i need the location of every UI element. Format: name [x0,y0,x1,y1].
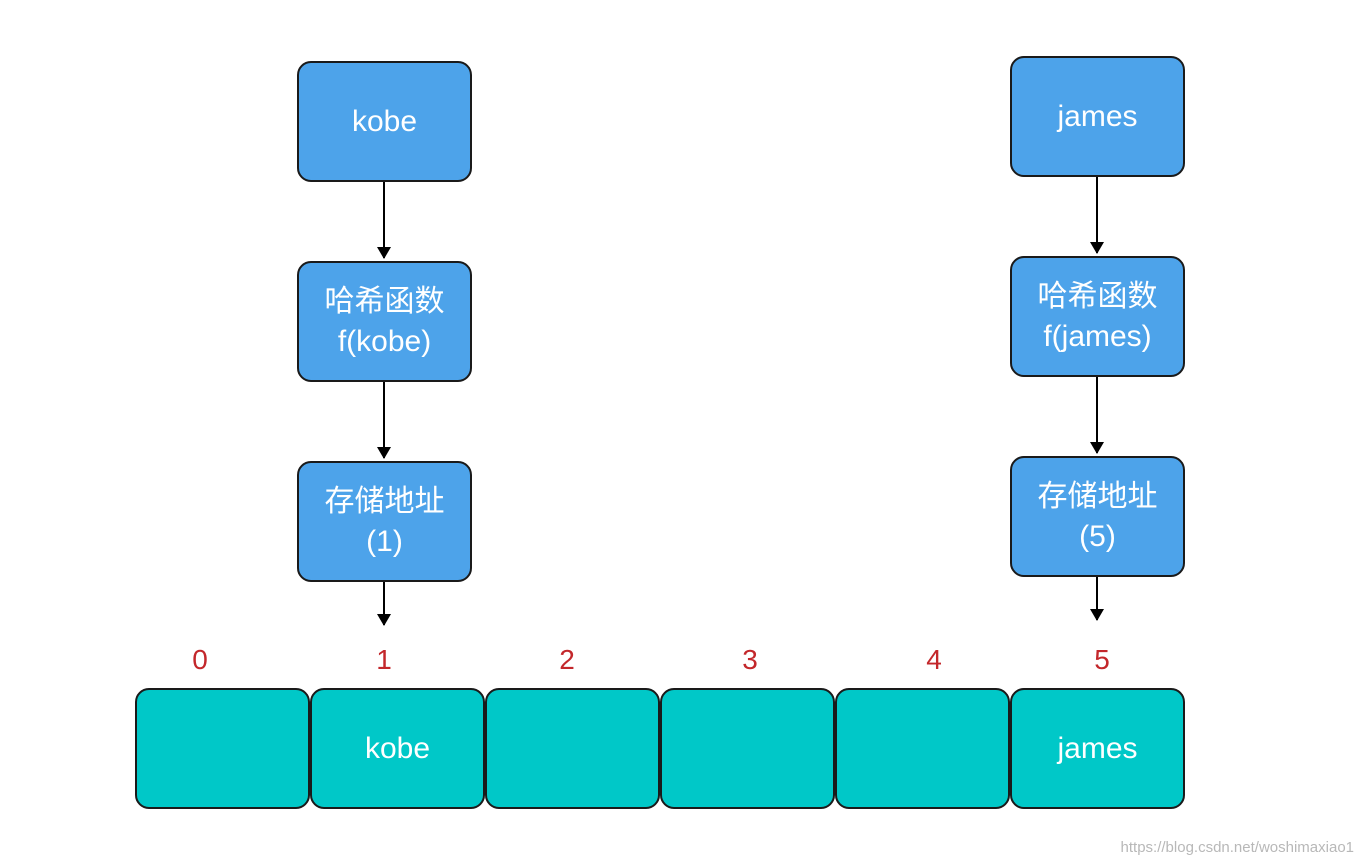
hash-node-expression: f(james) [1043,319,1152,353]
key-node-label: kobe [351,104,418,138]
key-node-kobe: kobe [297,61,472,182]
key-node-label: james [1057,99,1138,133]
address-node-title: 存储地址 [324,484,445,518]
hash-node-title: 哈希函数 [1037,279,1158,313]
address-node-value: (5) [1079,519,1116,553]
array-cell-1: kobe [310,688,485,809]
array-cell-value: kobe [364,731,431,765]
hash-function-node-james: 哈希函数 f(james) [1010,256,1185,377]
address-node-value: (1) [366,524,403,558]
key-node-james: james [1010,56,1185,177]
address-node-title: 存储地址 [1037,479,1158,513]
address-node-kobe: 存储地址 (1) [297,461,472,582]
array-index-0: 0 [192,644,208,675]
array-cell-value: james [1057,731,1138,765]
hash-function-node-kobe: 哈希函数 f(kobe) [297,261,472,382]
array-index-1: 1 [376,644,392,675]
array-cell-5: james [1010,688,1185,809]
array-cell-3 [660,688,835,809]
array-index-3: 3 [742,644,758,675]
array-index-4: 4 [926,644,942,675]
watermark: https://blog.csdn.net/woshimaxiao1 [1120,839,1354,856]
array-cell-4 [835,688,1010,809]
array-cell-2 [485,688,660,809]
hash-node-title: 哈希函数 [324,284,445,318]
array-cell-0 [135,688,310,809]
array-index-5: 5 [1094,644,1110,675]
array-index-2: 2 [559,644,575,675]
address-node-james: 存储地址 (5) [1010,456,1185,577]
hash-node-expression: f(kobe) [337,324,432,358]
